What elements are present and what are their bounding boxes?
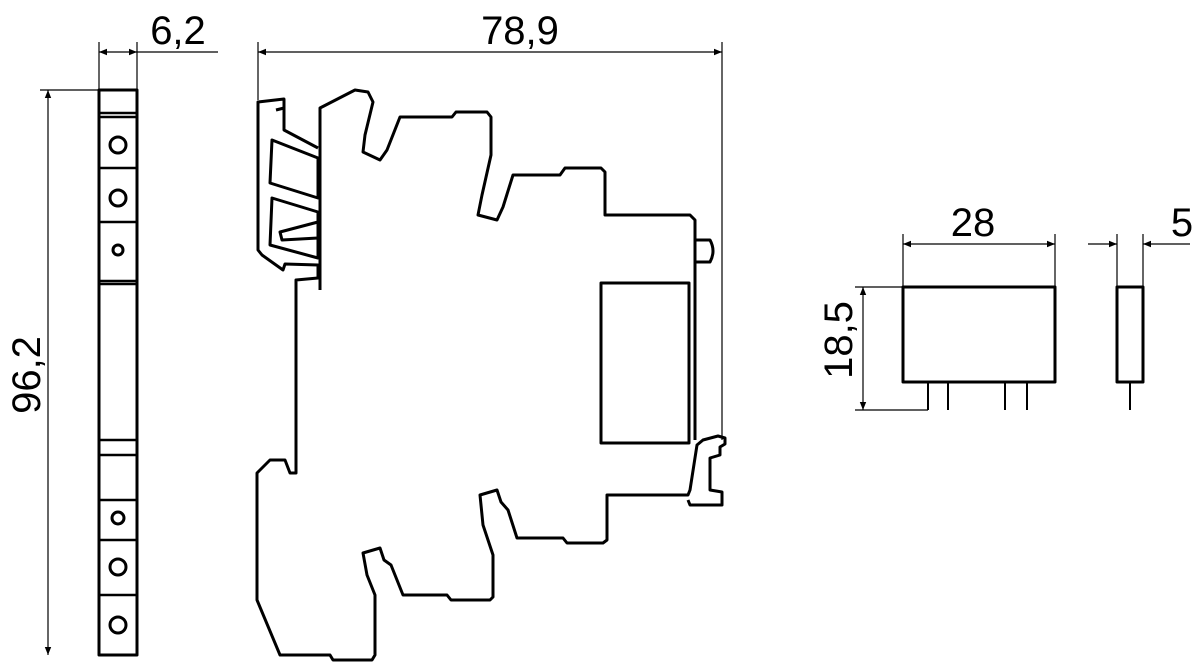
terminal-hole-icon: [111, 243, 125, 257]
side-view: [97, 88, 139, 657]
dim-front-width: 78,9: [481, 9, 559, 53]
dimension-lines: [40, 42, 1190, 655]
front-view: [255, 88, 727, 662]
terminal-hole-icon: [108, 557, 128, 577]
terminal-hole-icon: [110, 510, 126, 526]
terminal-hole-icon: [108, 135, 128, 155]
terminal-hole-icon: [108, 615, 128, 635]
dim-relay-height: 18,5: [817, 301, 861, 379]
relay-side-view: [1115, 285, 1145, 410]
dim-side-width: 6,2: [150, 9, 206, 53]
dim-relay-depth: 5: [1171, 201, 1193, 245]
dim-relay-width: 28: [951, 201, 996, 245]
relay-front-view: [901, 285, 1057, 410]
terminal-hole-icon: [108, 188, 128, 208]
relay-body: [599, 281, 691, 445]
dim-height: 96,2: [5, 336, 49, 414]
